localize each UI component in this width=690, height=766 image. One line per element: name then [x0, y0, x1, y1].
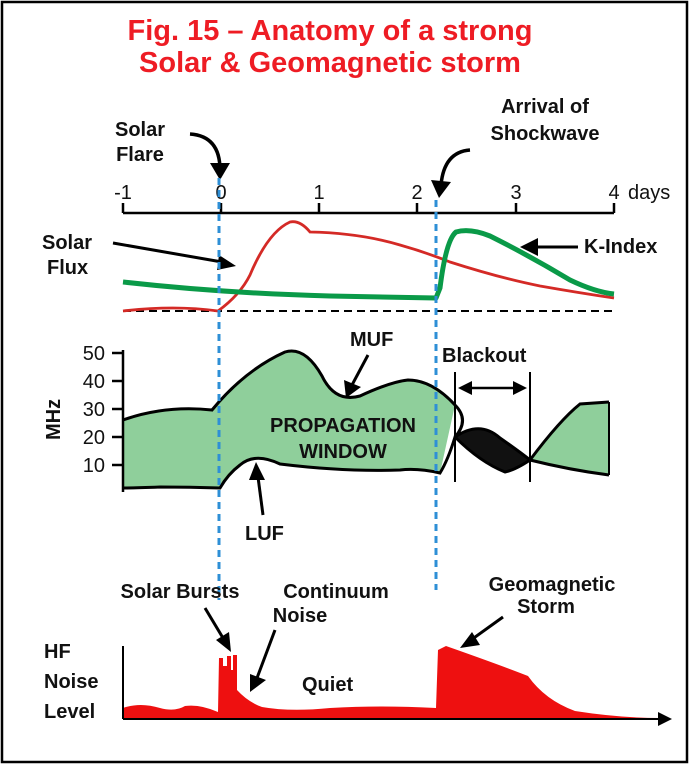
- figure-title-line1: Fig. 15 – Anatomy of a strong: [128, 15, 533, 47]
- solar-flux-arrowhead: [217, 255, 236, 270]
- storm-pointer: [470, 615, 504, 642]
- blackout-label: Blackout: [442, 345, 527, 367]
- solar-bursts-arrowhead: [216, 632, 231, 652]
- time-tick-label: 0: [215, 182, 226, 204]
- solar-flux-curve: [122, 220, 615, 313]
- time-unit-label: days: [628, 182, 670, 204]
- solar-flare-label-line2: Flare: [116, 144, 164, 166]
- time-tick-label: -1: [114, 182, 132, 204]
- continuum-label-line2: Noise: [273, 605, 327, 627]
- blackout-area: [455, 428, 530, 472]
- time-tick-label: 2: [411, 182, 422, 204]
- solar-flux-pointer: [112, 241, 223, 264]
- muf-label: MUF: [350, 329, 393, 351]
- solar-flux-label-line1: Solar: [42, 232, 92, 254]
- luf-curve: [122, 434, 610, 490]
- shockwave-arrow: [439, 148, 471, 186]
- hf-noise-label-line3: Level: [44, 701, 95, 723]
- muf-pointer: [350, 354, 370, 386]
- k-index-arrowhead: [520, 238, 538, 256]
- k-index-curve: [122, 228, 615, 301]
- solar-flux-label-line2: Flux: [47, 257, 88, 279]
- hf-noise-axis: [122, 646, 672, 726]
- solar-flare-arrowhead: [210, 163, 230, 180]
- muf-curve: [122, 349, 610, 463]
- figure-title-line2: Solar & Geomagnetic storm: [139, 47, 521, 79]
- storm-arrowhead: [460, 632, 480, 648]
- window-label-line1: PROPAGATION: [270, 415, 416, 437]
- storm-label-line2: Storm: [517, 596, 575, 618]
- mhz-tick-label: 50: [83, 343, 105, 365]
- blackout-arrowhead-left: [458, 381, 472, 395]
- muf-arrowhead: [344, 380, 361, 398]
- k-index-label: K-Index: [584, 236, 657, 258]
- hf-noise-label-line2: Noise: [44, 671, 98, 693]
- hf-noise-area: [123, 646, 660, 718]
- propagation-window-recovery: [530, 402, 609, 475]
- window-label-line2: WINDOW: [299, 441, 387, 463]
- luf-label: LUF: [245, 523, 284, 545]
- shockwave-label-line1: Arrival of: [501, 96, 589, 118]
- continuum-arrowhead: [250, 674, 266, 692]
- luf-pointer: [256, 476, 265, 516]
- time-axis: [121, 203, 616, 215]
- propagation-window-area: [123, 351, 455, 488]
- blackout-arrowhead-right: [513, 381, 527, 395]
- mhz-tick-label: 20: [83, 427, 105, 449]
- shockwave-arrowhead: [431, 180, 451, 198]
- time-tick-label: 1: [313, 182, 324, 204]
- continuum-label-line1: Continuum: [283, 581, 389, 603]
- time-tick-label: 3: [510, 182, 521, 204]
- solar-bursts-label: Solar Bursts: [121, 581, 240, 603]
- solar-bursts-pointer: [203, 607, 225, 639]
- time-tick-label: 4: [608, 182, 619, 204]
- hf-noise-label-line1: HF: [44, 641, 71, 663]
- quiet-label: Quiet: [302, 674, 353, 696]
- solar-flare-label-line1: Solar: [115, 119, 165, 141]
- mhz-axis: [112, 350, 125, 492]
- continuum-pointer: [255, 629, 277, 679]
- shockwave-label-line2: Shockwave: [491, 123, 600, 145]
- mhz-axis-label: MHz: [43, 399, 65, 440]
- mhz-tick-label: 30: [83, 399, 105, 421]
- storm-label-line1: Geomagnetic: [489, 574, 616, 596]
- mhz-tick-label: 40: [83, 371, 105, 393]
- mhz-tick-label: 10: [83, 455, 105, 477]
- luf-arrowhead: [249, 462, 265, 480]
